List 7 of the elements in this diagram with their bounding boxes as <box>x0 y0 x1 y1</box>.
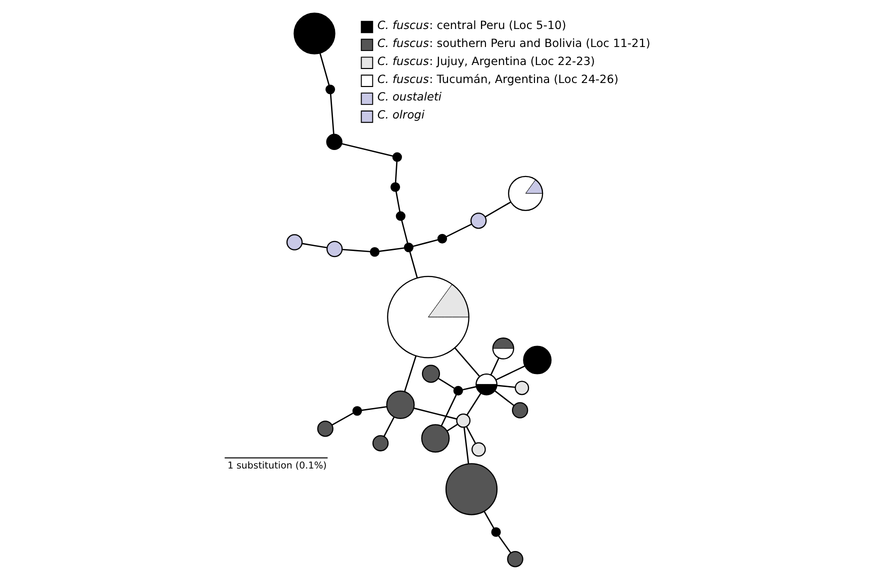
legend-label: C. fuscus: Jujuy, Argentina (Loc 22-23) <box>377 54 595 68</box>
legend-label: C. fuscus: southern Peru and Bolivia (Loc 11-21) <box>377 36 650 50</box>
legend-label: C. fuscus: Tucumán, Argentina (Loc 24-26) <box>377 72 618 86</box>
legend-label: C. olrogi <box>377 108 424 122</box>
legend-label: C. fuscus: central Peru (Loc 5-10) <box>377 18 566 32</box>
label: 1 substitution (0.1%) <box>228 460 327 472</box>
legend-label: C. oustaleti <box>377 90 442 104</box>
